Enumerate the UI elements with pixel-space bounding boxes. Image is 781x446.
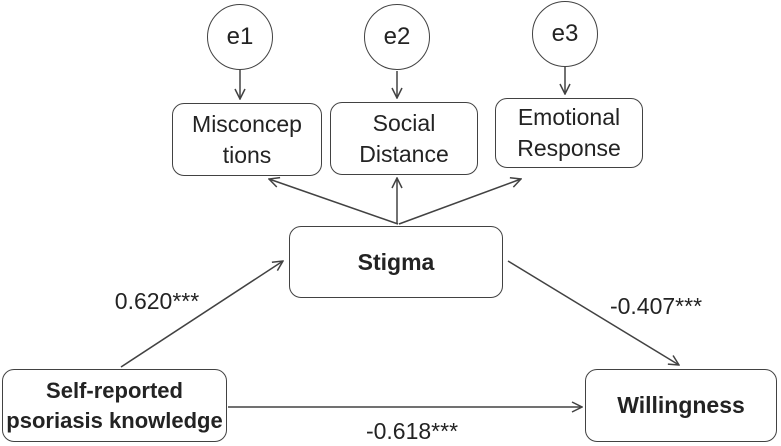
error-term-e1-label: e1 <box>226 23 254 50</box>
node-social-distance: Social Distance <box>330 102 478 175</box>
coefficient-knowledge-willingness: -0.618*** <box>365 418 459 444</box>
edge-stigma-to-willingness <box>507 260 679 365</box>
node-misconceptions: Misconcep tions <box>172 103 322 176</box>
coefficient-stigma-willingness: -0.407*** <box>609 293 703 319</box>
node-stigma-label: Stigma <box>357 248 435 275</box>
error-term-e3-label: e3 <box>551 20 579 47</box>
error-term-e2: e2 <box>364 4 430 70</box>
node-emotional-response: Emotional Response <box>495 98 643 168</box>
node-misconceptions-label: Misconcep tions <box>192 110 302 168</box>
error-term-e3: e3 <box>532 1 598 67</box>
node-willingness-label: Willingness <box>617 392 745 418</box>
node-stigma: Stigma <box>289 226 503 298</box>
error-term-e1: e1 <box>207 4 273 70</box>
edge-stigma-to-misconceptions <box>269 179 399 225</box>
node-knowledge-label: Self-reported psoriasis knowledge <box>6 377 223 433</box>
edge-stigma-to-emotional-response <box>398 179 521 225</box>
error-term-e2-label: e2 <box>383 23 411 50</box>
edge-knowledge-to-stigma <box>120 261 283 368</box>
coefficient-knowledge-stigma: 0.620*** <box>114 288 200 314</box>
node-emotional-response-label: Emotional Response <box>517 104 621 161</box>
node-social-distance-label: Social Distance <box>359 109 449 167</box>
node-knowledge: Self-reported psoriasis knowledge <box>2 369 227 442</box>
node-willingness: Willingness <box>585 369 777 442</box>
